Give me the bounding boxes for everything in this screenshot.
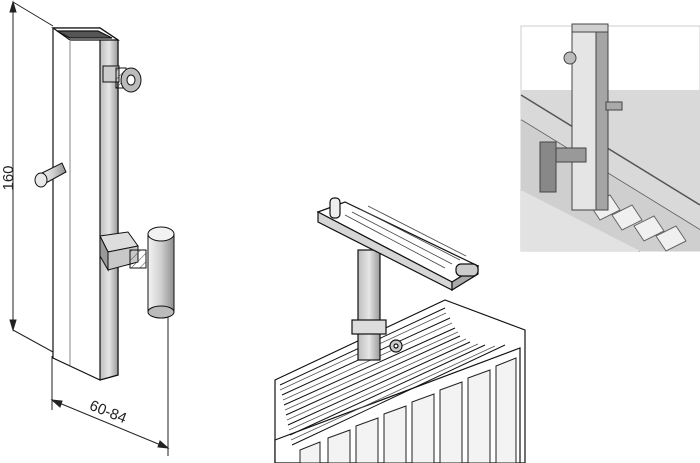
radiator-with-shelf-drawing [274,197,526,463]
adjustment-knob-icon [102,65,142,93]
radiator-body [274,299,526,463]
shelf-support-post [351,249,403,361]
clamp-assembly-icon [99,226,175,319]
width-dimension [50,282,170,456]
side-pin-icon [34,162,67,188]
vertical-tube [51,26,120,381]
bracket-dimension-drawing: 160 60-84 [0,0,175,456]
shelf-tray-icon [316,197,480,292]
height-dimension-label: 160 [0,165,17,190]
photo-inset [520,23,700,252]
photo-bracket [539,23,623,211]
height-dimension [9,0,54,353]
